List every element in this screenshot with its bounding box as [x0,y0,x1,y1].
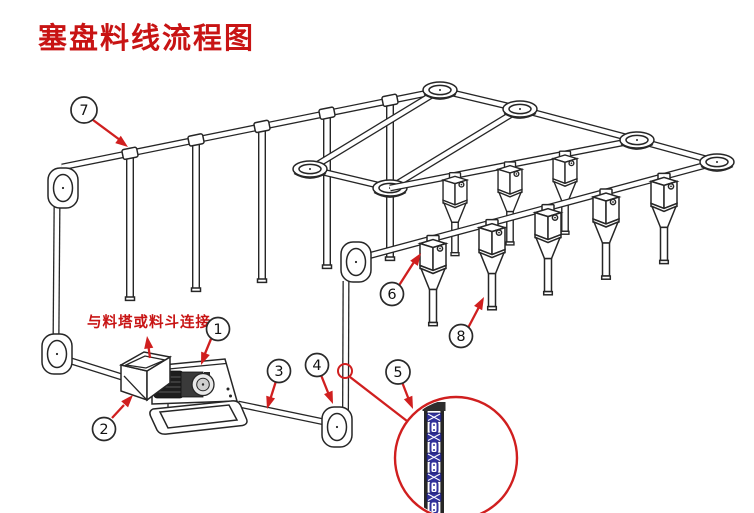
tee-fitting [380,93,400,108]
svg-text:6: 6 [387,287,396,303]
detail-inset-circle [393,395,519,513]
svg-text:5: 5 [393,365,402,381]
plug-disc-chain [422,402,446,513]
drive-unit-base [149,400,248,435]
corner-disc [699,153,735,172]
left-circuit-return-pipes [52,205,350,428]
corner-wheel [340,241,372,283]
callout-5: 5 [385,359,411,385]
corner-disc [422,81,458,100]
tee-fitting [252,119,272,134]
callout-arrow-7 [92,119,131,151]
feeder-unit [534,203,562,296]
page-title: 塞盘料线流程图 [38,21,255,55]
drop-tube [321,116,333,270]
feeder-unit [419,234,447,327]
svg-text:7: 7 [79,103,88,119]
hopper [118,351,173,402]
chain-marker-circle [337,363,353,379]
feeder-unit [592,188,620,280]
callout-arrows [92,119,489,419]
corner-wheel [41,333,73,375]
callout-8: 8 [448,323,474,349]
tee-fitting [120,146,140,161]
feeder-unit [478,218,506,311]
callout-arrow-4 [319,374,338,406]
corner-disc [619,131,655,150]
corner-disc [292,160,328,179]
corner-wheel [47,167,79,209]
callout-1: 1 [205,316,231,342]
callout-arrow-1 [196,338,213,367]
callout-arrow-6 [397,250,425,288]
hopper-label-arrow [142,335,154,359]
svg-text:4: 4 [312,358,321,374]
drive-unit [118,351,248,435]
corner-wheel [321,406,353,448]
svg-text:1: 1 [213,322,222,338]
callout-6: 6 [379,281,405,307]
callout-arrow-3 [262,380,278,411]
drop-tube [256,129,268,284]
feeder-unit [650,172,678,265]
callout-2: 2 [91,416,117,442]
svg-text:3: 3 [274,364,283,380]
callout-arrow-5 [400,381,418,411]
hopper-connection-label: 与料塔或料斗连接 [87,313,211,331]
tee-fitting [317,106,337,121]
callout-arrow-8 [466,294,489,329]
svg-text:8: 8 [456,329,465,345]
detail-leader-line [349,376,408,422]
callout-arrow-2 [111,391,137,419]
detail-inset [393,395,519,513]
callout-7: 7 [70,96,98,124]
callout-4: 4 [304,352,330,378]
corner-disc [502,100,538,119]
drop-tube [190,143,202,293]
svg-text:2: 2 [99,422,108,438]
callout-3: 3 [266,358,292,384]
tee-fitting [186,132,206,148]
drop-tube [124,156,136,302]
